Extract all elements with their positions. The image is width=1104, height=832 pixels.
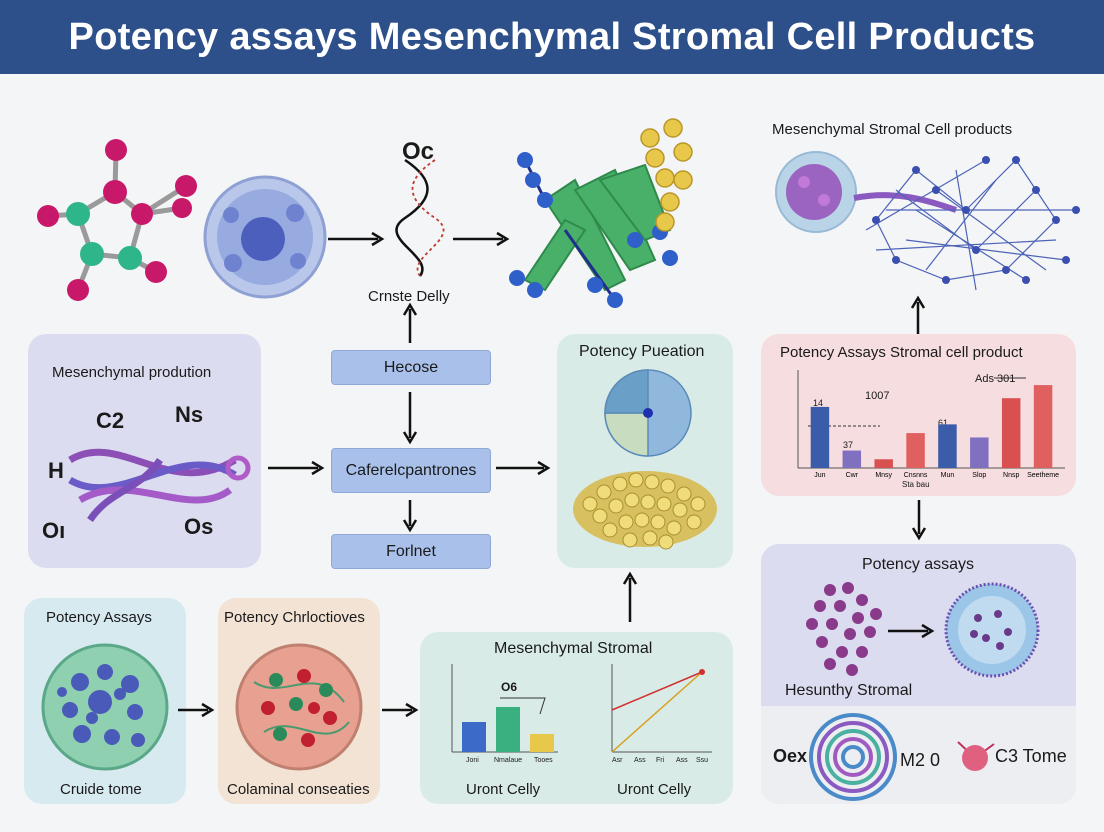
bracket-line — [500, 697, 546, 715]
bar-nnsp — [1001, 398, 1021, 468]
bottom-mid-caption-left: Uront Celly — [466, 781, 541, 798]
bar-cnsnns — [906, 433, 925, 468]
bar-jun — [810, 406, 830, 468]
mini-bar-chart — [451, 664, 558, 753]
right-tick-2: Fri — [656, 757, 665, 764]
mesenchymal-panel-title: Mesenchymal prodution — [52, 364, 212, 381]
arrow-right-icon — [382, 702, 419, 718]
arrow-up-icon — [910, 295, 926, 334]
arrow-right-icon — [453, 231, 510, 247]
flow-box-caferelcpantrones[interactable]: Caferelcpantrones — [331, 448, 491, 493]
label-c3-tome: C3 Tome — [995, 746, 1067, 766]
left-tick-1: Nmalaue — [494, 757, 523, 764]
line-red — [611, 671, 703, 711]
potency-pueation-title: Potency Pueation — [579, 343, 705, 360]
x-sub-label: Sta bau — [902, 480, 930, 489]
x-tick-label: Cwr — [846, 472, 859, 479]
x-tick-label: Jun — [814, 472, 825, 479]
bar-cwr — [842, 450, 862, 468]
title-bar: Potency assays Mesenchymal Stromal Cell … — [0, 0, 1104, 74]
cell-icon — [203, 175, 327, 299]
mini-bar-blue — [462, 722, 486, 752]
label-oex: Oex — [773, 746, 808, 766]
x-tick-label: Mnsy — [875, 472, 892, 479]
label-o1: Oı — [42, 518, 66, 543]
x-tick-label: Slop — [972, 472, 986, 479]
dna-label-bottom: Crnste Delly — [368, 288, 450, 305]
x-tick-label: Nnsp — [1003, 472, 1019, 479]
mini-bar-green — [496, 707, 520, 752]
bar-mun — [938, 424, 957, 468]
mesenchymal-stromal-panel — [420, 632, 733, 804]
left-tick-2: Tooes — [534, 757, 553, 764]
label-14: 14 — [813, 398, 824, 408]
scattered-cells-icon — [806, 582, 882, 676]
left-tick-0: Joni — [466, 757, 479, 764]
label-os: Os — [184, 514, 214, 539]
bottom-panel1-title: Potency Assays — [46, 609, 152, 626]
label-m2: M2 0 — [900, 750, 941, 770]
bar-mnsy — [874, 459, 893, 468]
arrow-down-icon — [402, 500, 418, 533]
spiral-rings-icon — [809, 713, 897, 801]
bottom-mid-title: Mesenchymal Stromal — [494, 640, 653, 657]
bottom-panel2-title: Potency Chrloctioves — [224, 609, 365, 626]
arrow-right-icon — [496, 460, 551, 476]
line-orange — [611, 671, 703, 753]
bottom-panel1-caption: Cruide tome — [60, 781, 142, 798]
chart-label-o6: O6 — [501, 680, 518, 694]
protein-icon — [509, 118, 693, 308]
bar-chart: Jun Cwr Mnsy Cnsnns Mun Slop Nnsp Seetheme — [797, 370, 1065, 479]
page-title: Potency assays Mesenchymal Stromal Cell … — [68, 15, 1036, 58]
ribbon-strands-icon — [68, 448, 251, 523]
arrow-up-icon — [402, 302, 418, 343]
flow-box-forlnet[interactable]: Forlnet — [331, 534, 491, 569]
annotation-1007: 1007 — [865, 390, 890, 402]
arrow-up-icon — [622, 571, 638, 622]
potency-assays-title: Potency assays — [862, 556, 975, 573]
label-61: 61 — [938, 418, 949, 428]
arrow-right-icon — [178, 702, 215, 718]
red-cell-icon — [235, 643, 363, 771]
right-top-title: Mesenchymal Stromal Cell products — [772, 121, 1013, 138]
molecule-icon — [37, 139, 197, 301]
bar-slop — [970, 437, 989, 468]
arrow-right-icon — [888, 623, 935, 639]
bar-chart-title: Potency Assays Stromal cell product — [780, 344, 1023, 361]
dna-helix-icon — [395, 158, 445, 277]
x-tick-label: Cnsnns — [904, 472, 928, 479]
arrow-right-icon — [268, 460, 325, 476]
line-end-point — [699, 669, 705, 675]
mini-bar-yellow — [530, 734, 554, 752]
arrow-right-icon — [328, 231, 385, 247]
pie-chart-icon — [604, 369, 692, 457]
mini-line-chart — [611, 664, 712, 753]
label-c2: C2 — [96, 408, 125, 433]
label-h: H — [48, 458, 64, 483]
bar-seetheme — [1033, 385, 1053, 468]
hesunthy-stromal-label: Hesunthy Stromal — [785, 682, 913, 699]
right-tick-4: Ssu — [696, 757, 709, 764]
cell-network-icon — [775, 151, 1080, 291]
right-tick-3: Ass — [676, 757, 688, 764]
x-tick-label: Seetheme — [1027, 472, 1059, 479]
label-37: 37 — [843, 440, 854, 450]
node-icon — [957, 741, 995, 771]
label-ns: Ns — [175, 402, 204, 427]
arrow-down-icon — [911, 500, 927, 541]
mesenchymal-panel — [28, 334, 261, 568]
bottom-panel2-caption: Colaminal conseaties — [227, 781, 370, 798]
annotation-ads: Ads 301 — [975, 373, 1016, 385]
green-cell-icon — [41, 643, 169, 771]
bottom-mid-caption-right: Uront Celly — [617, 781, 692, 798]
stromal-cell-icon — [944, 582, 1040, 678]
granule-cluster-icon — [573, 471, 717, 550]
flow-box-hecose[interactable]: Hecose — [331, 350, 491, 385]
arrow-down-icon — [402, 392, 418, 445]
x-tick-label: Mun — [941, 472, 955, 479]
right-tick-1: Ass — [634, 757, 646, 764]
potency-assays-lower — [761, 706, 1076, 804]
right-tick-0: Asr — [612, 757, 623, 764]
